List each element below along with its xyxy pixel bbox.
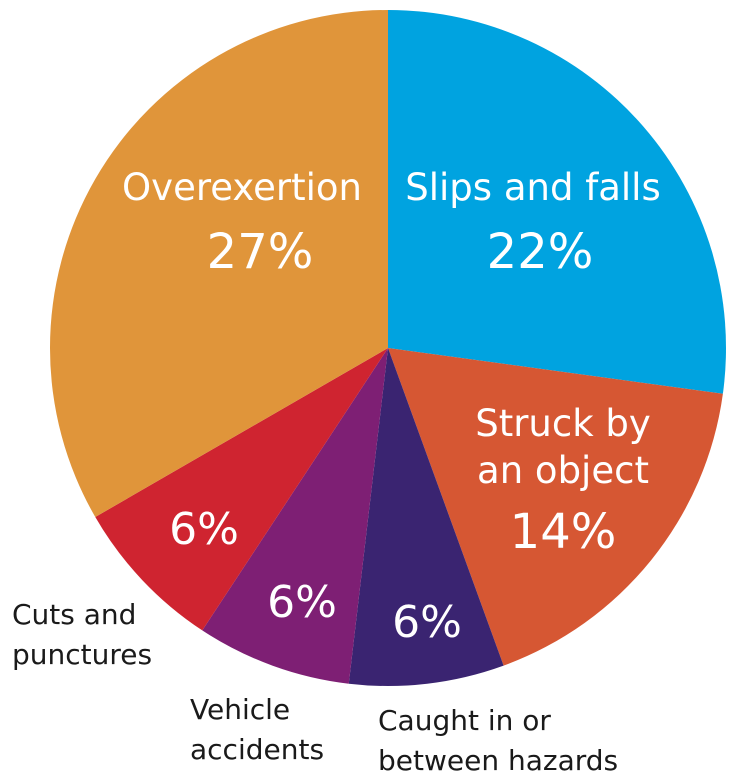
outside-label-vehicle-line2: accidents [190,733,324,766]
outside-label-caught-line1: Caught in or [378,704,551,737]
pie-slice-caught-in-or-between-hazards [348,348,504,686]
pie-slice-cuts-and-punctures [95,348,388,631]
pie-slice-vehicle-accidents [202,348,388,684]
slice-label-overexertion: Overexertion [122,166,362,209]
outside-label-caught-line2: between hazards [378,744,618,777]
pie-slice-overexertion [49,10,388,517]
outside-label-vehicle-line1: Vehicle [190,693,290,726]
slice-label-struck-line1: Struck by [475,402,651,445]
slice-label-slips-and-falls: Slips and falls [405,166,660,209]
outside-label-cuts-line1: Cuts and [12,598,136,631]
pie-slice-struck-by-an-object [388,348,723,666]
pie-slices [49,10,726,686]
slice-value-caught: 6% [392,597,462,648]
pie-slice-slips-and-falls [388,10,726,394]
slice-label-struck-line2: an object [477,449,649,492]
slice-value-cuts: 6% [169,504,239,555]
outside-label-cuts-line2: punctures [12,638,152,671]
slice-value-vehicle: 6% [267,577,337,628]
slice-value-slips-and-falls: 22% [487,224,594,280]
slice-value-overexertion: 27% [207,224,314,280]
slice-value-struck: 14% [510,504,617,560]
